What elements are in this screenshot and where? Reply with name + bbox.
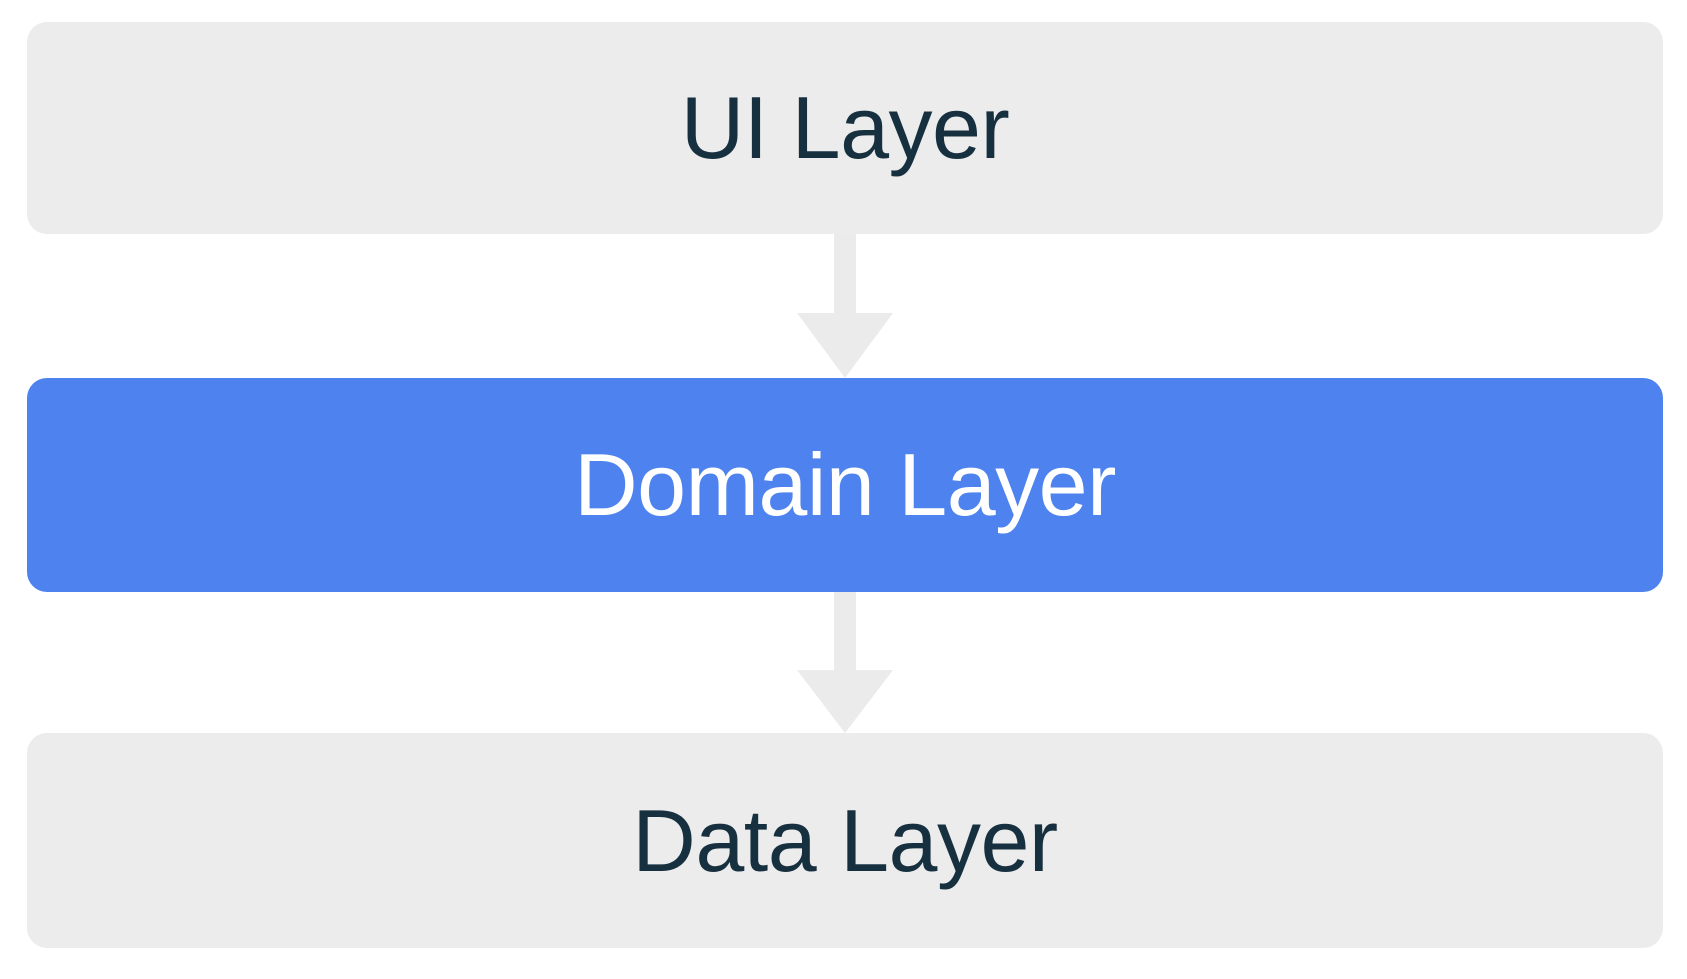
node-data-layer[interactable]: Data Layer: [27, 733, 1663, 948]
node-data-layer-label: Data Layer: [632, 790, 1058, 890]
node-domain-layer[interactable]: Domain Layer: [27, 378, 1663, 592]
node-domain-layer-label: Domain Layer: [574, 435, 1116, 534]
node-ui-layer-label: UI Layer: [680, 78, 1010, 177]
node-ui-layer[interactable]: UI Layer: [27, 22, 1663, 234]
